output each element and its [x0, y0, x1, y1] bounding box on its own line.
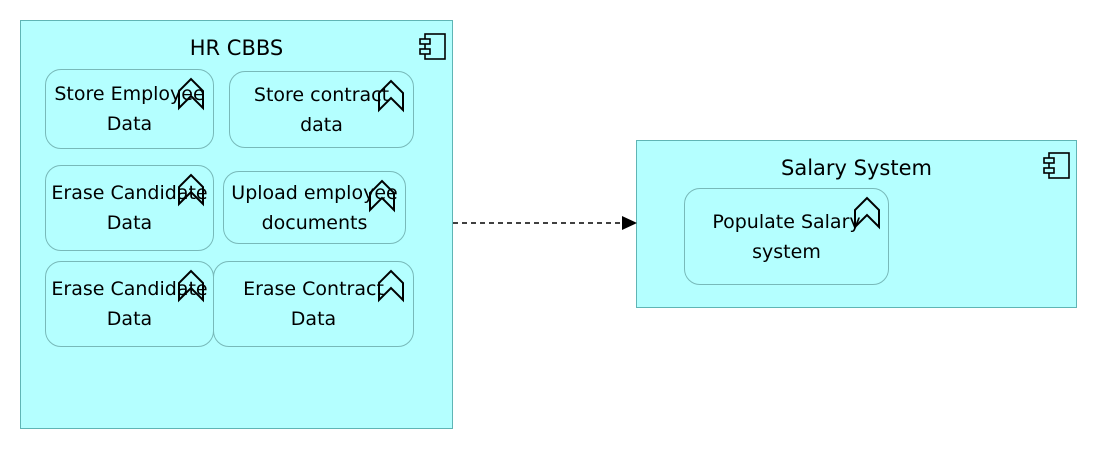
function-icon [378, 79, 404, 113]
function-erase-contract-data[interactable]: Erase Contract Data [213, 261, 414, 347]
component-salary-system[interactable]: Salary System Populate Salary system [636, 140, 1077, 308]
function-icon [854, 196, 880, 230]
component-icon [419, 33, 446, 60]
flow-arrowhead [622, 216, 637, 230]
function-populate-salary-system[interactable]: Populate Salary system [684, 188, 889, 285]
function-icon [178, 77, 204, 111]
function-upload-employee-documents[interactable]: Upload employee documents [223, 171, 406, 244]
function-icon [378, 269, 404, 303]
component-icon [1043, 152, 1070, 179]
function-erase-candidate-data[interactable]: Erase Candidate Data [45, 165, 214, 251]
function-erase-candidate-data-2[interactable]: Erase Candidate Data [45, 261, 214, 347]
function-icon [178, 173, 204, 207]
function-label: Erase Contract Data [243, 278, 384, 330]
function-store-contract-data[interactable]: Store contract data [229, 71, 414, 148]
function-label: Upload employee documents [231, 181, 398, 234]
function-store-employee-data[interactable]: Store Employee Data [45, 69, 214, 149]
component-title: Salary System [781, 156, 932, 180]
function-icon [178, 269, 204, 303]
component-title: HR CBBS [189, 36, 284, 60]
function-label: Store contract data [253, 83, 390, 136]
component-hr-cbbs[interactable]: HR CBBS Store Employee Data Store contra… [20, 20, 453, 429]
function-icon [369, 179, 395, 213]
function-label: Populate Salary system [712, 210, 861, 263]
